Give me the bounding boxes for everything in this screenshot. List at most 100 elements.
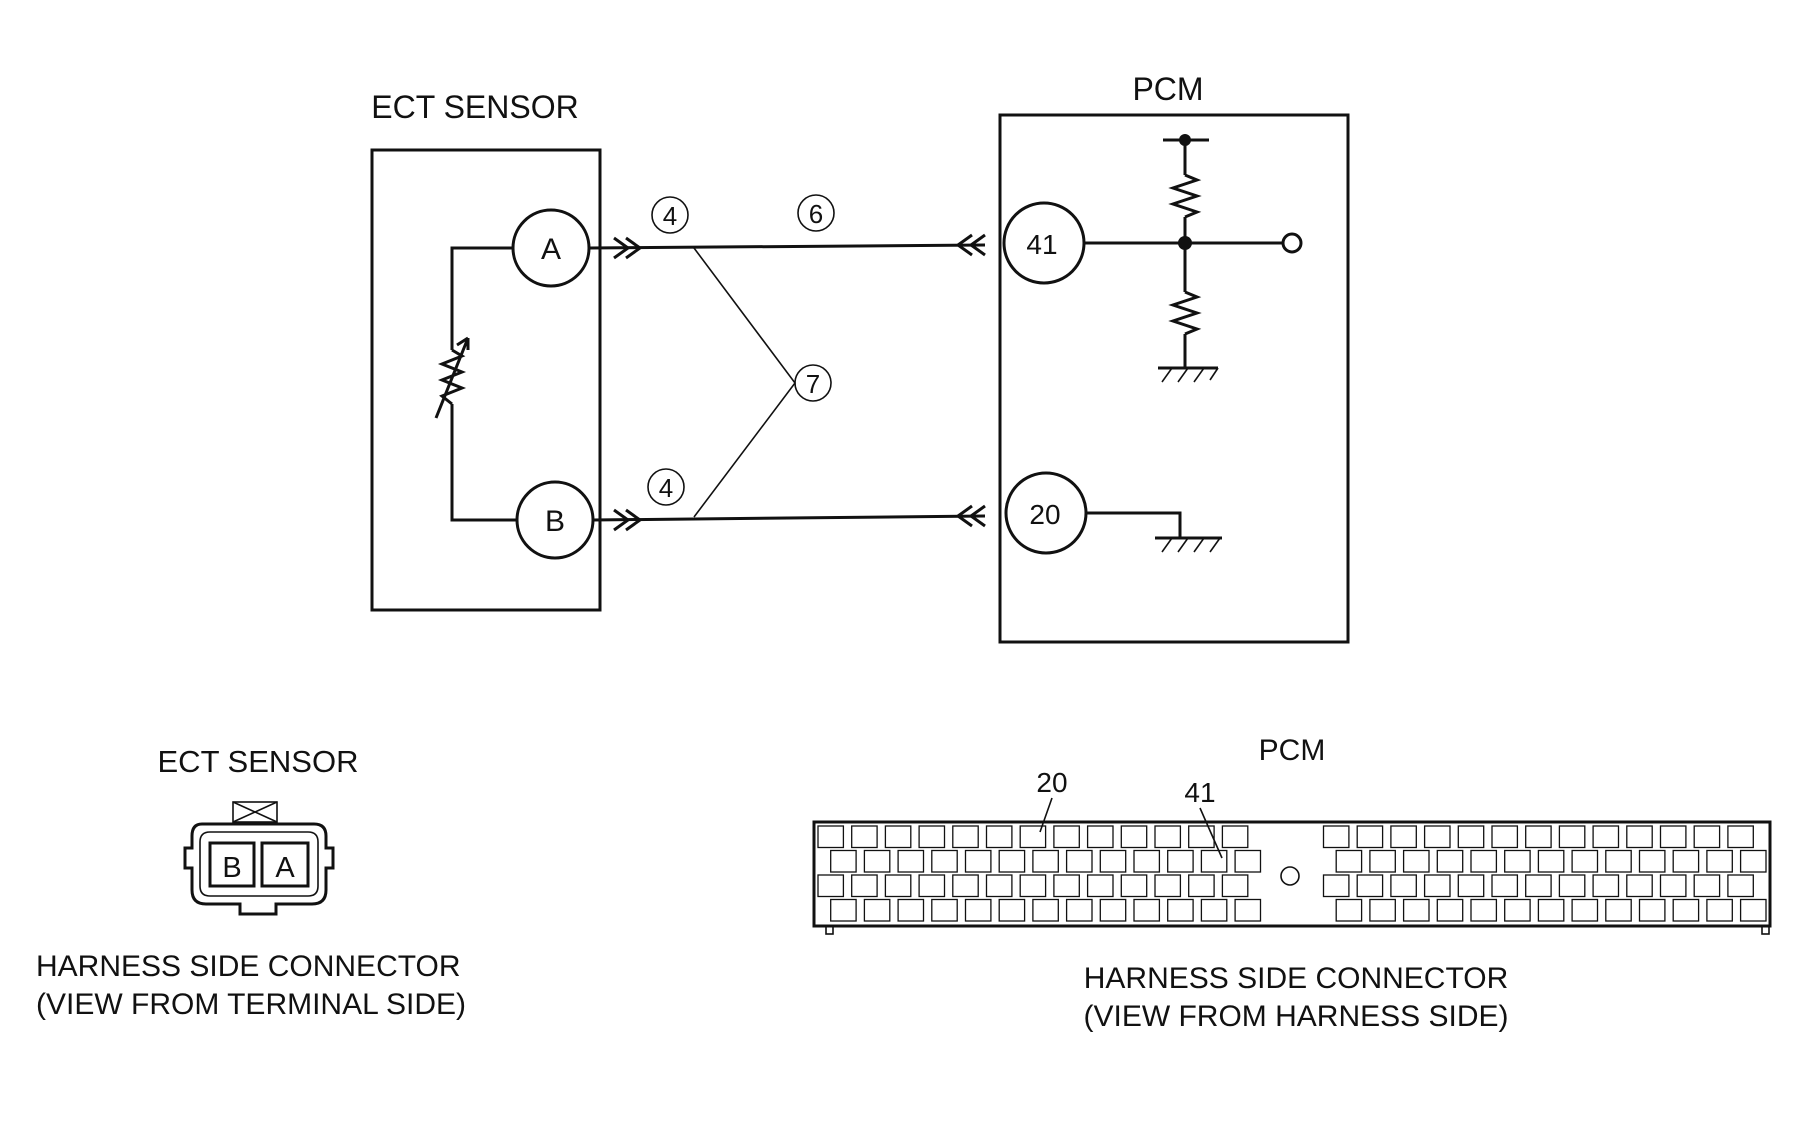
- pcm-cavity: [1693, 825, 1721, 849]
- pcm-cavity: [1558, 874, 1586, 898]
- pcm-cavity: [1335, 849, 1363, 873]
- pcm-cavity: [952, 874, 979, 898]
- pcm-cavity: [1525, 825, 1552, 849]
- pcm-cavity: [1672, 849, 1700, 873]
- pcm-connector-pin-41-label: 41: [1184, 777, 1215, 808]
- pcm-connector-caption-line1: HARNESS SIDE CONNECTOR: [1084, 962, 1509, 995]
- ect-connector-caption-line2: (VIEW FROM TERMINAL SIDE): [36, 988, 466, 1021]
- pcm-cavity: [1221, 825, 1249, 849]
- pcm-cavity: [1706, 849, 1733, 873]
- pcm-cavity: [1200, 898, 1228, 922]
- pcm-connector-caption-line2: (VIEW FROM HARNESS SIDE): [1083, 1000, 1508, 1033]
- pcm-cavity: [1234, 849, 1262, 873]
- pin-a-circle: [511, 208, 591, 288]
- pcm-cavity: [1200, 849, 1228, 873]
- pcm-cavity: [1032, 898, 1059, 922]
- pcm-cavity: [964, 849, 992, 873]
- ground-icon: [1155, 536, 1222, 553]
- pcm-cavity: [1099, 898, 1127, 922]
- pcm-cavity: [1154, 874, 1182, 898]
- pcm-cavity: [1133, 898, 1161, 922]
- pcm-cavity: [1626, 825, 1653, 849]
- wire-ground: [592, 514, 986, 522]
- pcm-cavity: [1402, 898, 1430, 922]
- pcm-cavity: [1423, 825, 1451, 849]
- pcm-cavity: [918, 825, 946, 849]
- pcm-cavity: [884, 825, 912, 849]
- thermistor-icon: [434, 336, 470, 419]
- pcm-cavity: [1234, 898, 1262, 922]
- pcm-cavity: [863, 898, 891, 922]
- pcm-cavity: [851, 874, 878, 898]
- pcm-cavity: [1019, 874, 1047, 898]
- pcm-cavity: [1537, 849, 1565, 873]
- pcm-cavity: [1537, 898, 1565, 922]
- pcm-cavity: [1390, 874, 1417, 898]
- ground-icon: [1158, 366, 1219, 383]
- callout-6-label: 6: [809, 199, 823, 229]
- pcm-connector-pin-20-label: 20: [1036, 767, 1067, 798]
- connector-chevron-icon: [955, 233, 986, 257]
- pcm-cavity: [1739, 849, 1767, 873]
- pcm-cavity: [1390, 825, 1417, 849]
- pcm-cavity: [1727, 874, 1754, 898]
- ect-connector-title: ECT SENSOR: [158, 744, 359, 779]
- pcm-cavity: [1053, 874, 1080, 898]
- pcm-cavity: [1369, 898, 1396, 922]
- pcm-cavity: [1605, 898, 1632, 922]
- ect-connector-caption-line1: HARNESS SIDE CONNECTOR: [36, 950, 461, 983]
- ect-connector-icon: [183, 801, 335, 916]
- pcm-cavity: [1086, 825, 1114, 849]
- pcm-cavity: [1423, 874, 1451, 898]
- pcm-cavity: [1436, 898, 1464, 922]
- callout-6: [797, 194, 835, 232]
- pcm-cavity: [1739, 898, 1767, 922]
- pcm-cavity: [863, 849, 891, 873]
- pcm-cavity: [1032, 849, 1059, 873]
- pcm-cavity: [1571, 898, 1599, 922]
- pcm-cavity: [1167, 849, 1194, 873]
- pcm-cavity: [1491, 874, 1519, 898]
- pcm-connector-icon: [812, 820, 1772, 935]
- pcm-cavity: [931, 898, 958, 922]
- callout-4-top: [651, 196, 689, 234]
- pcm-cavity: [897, 849, 925, 873]
- pcm-cavity: [897, 898, 925, 922]
- pcm-connector-cells: [817, 825, 1767, 922]
- pcm-cavity: [1221, 874, 1249, 898]
- pcm-cavity: [817, 874, 845, 898]
- pcm-cavity: [952, 825, 979, 849]
- pcm-cavity: [830, 849, 857, 873]
- pcm-cavity: [998, 849, 1026, 873]
- pcm-cavity: [1727, 825, 1754, 849]
- pcm-title: PCM: [1132, 71, 1203, 107]
- pcm-cavity: [1086, 874, 1114, 898]
- pcm-cavity: [985, 874, 1013, 898]
- pcm-cavity: [964, 898, 992, 922]
- callout-4-bottom-label: 4: [659, 473, 673, 503]
- pcm-cavity: [1605, 849, 1632, 873]
- pcm-cavity: [1592, 825, 1620, 849]
- ect-connector-terminal-a: A: [275, 852, 295, 884]
- callout-4-top-label: 4: [663, 201, 677, 231]
- ect-sensor-box: [370, 148, 602, 612]
- pcm-cavity: [1188, 825, 1215, 849]
- pcm-cavity: [817, 825, 845, 849]
- pcm-cavity: [1120, 825, 1148, 849]
- pcm-cavity: [1369, 849, 1396, 873]
- pcm-cavity: [1133, 849, 1161, 873]
- pcm-cavity: [998, 898, 1026, 922]
- connector-chevron-icon: [955, 504, 986, 528]
- signal-terminal-icon: [1281, 232, 1303, 254]
- pcm-cavity: [1706, 898, 1733, 922]
- pcm-cavity: [830, 898, 857, 922]
- pcm-cavity: [1558, 825, 1586, 849]
- pcm-cavity: [1188, 874, 1215, 898]
- pcm-box: [998, 113, 1350, 644]
- pcm-cavity: [918, 874, 946, 898]
- pin-20-label: 20: [1029, 499, 1060, 530]
- pcm-ground-line: [1086, 511, 1182, 538]
- pcm-cavity: [1659, 874, 1687, 898]
- pcm-cavity: [1659, 825, 1687, 849]
